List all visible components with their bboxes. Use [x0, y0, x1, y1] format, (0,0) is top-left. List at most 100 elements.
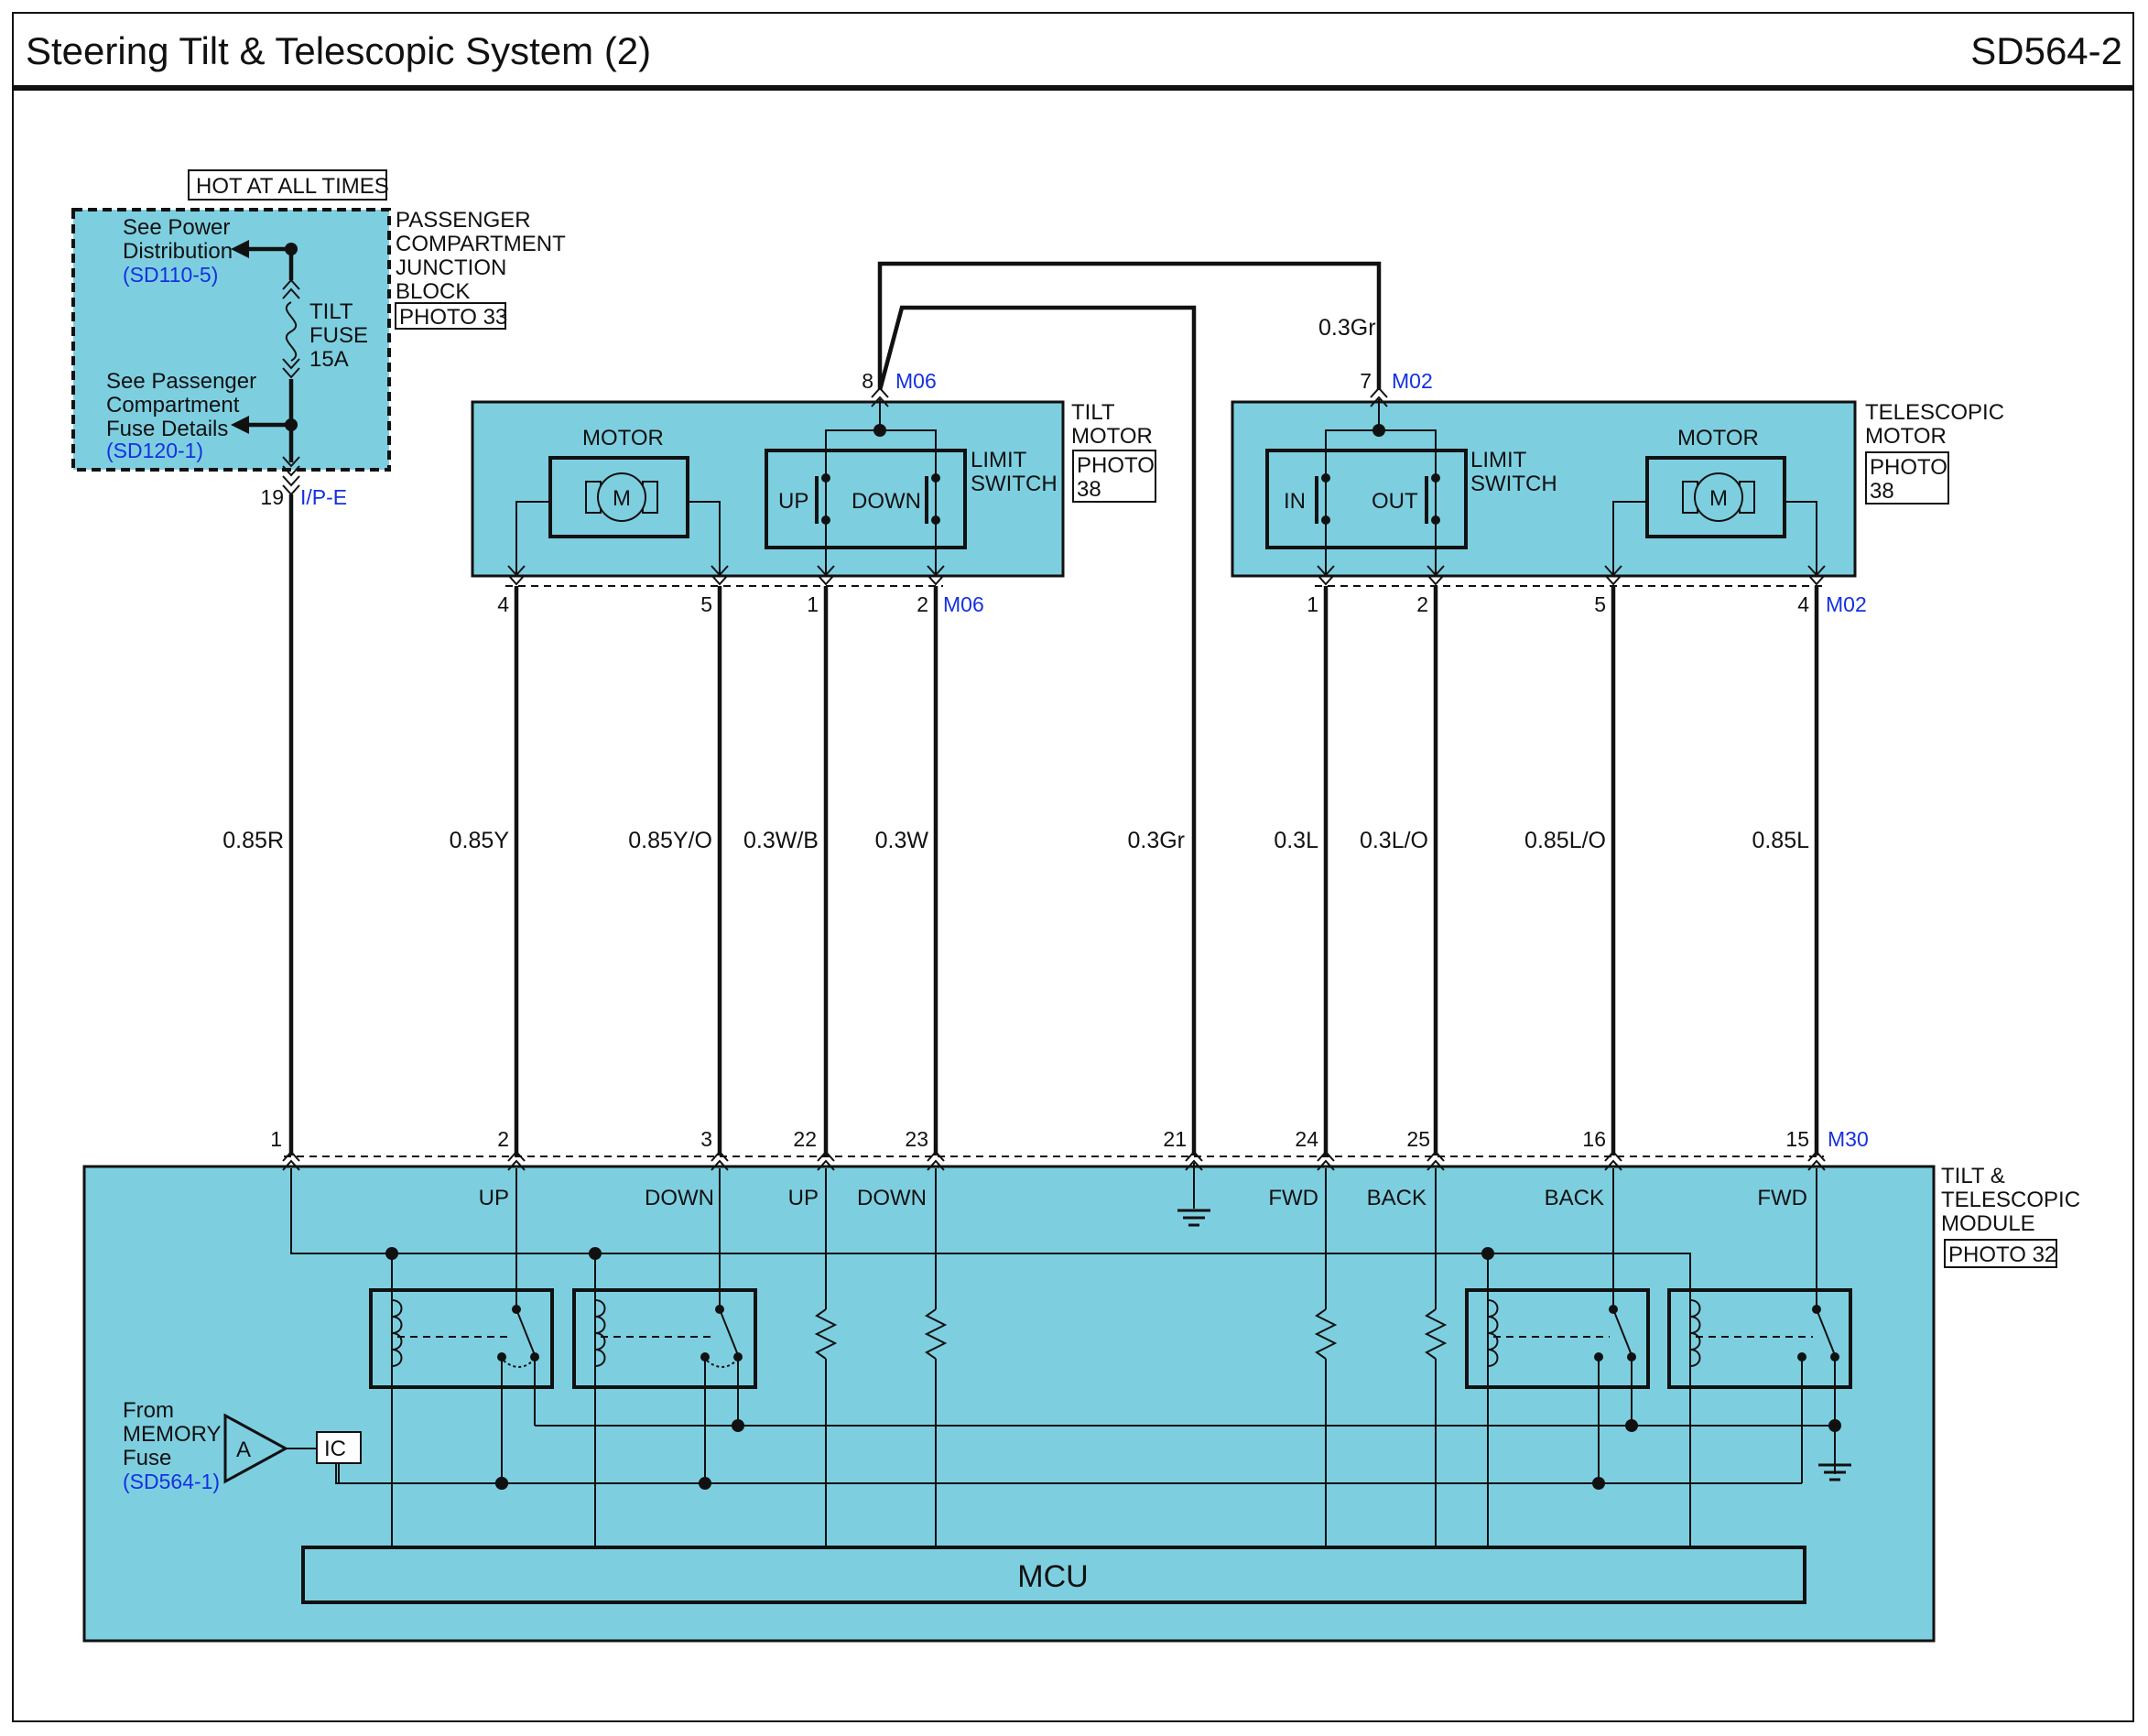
tilt-motor-label: MOTOR	[582, 426, 664, 450]
svg-text:0.85L: 0.85L	[1752, 828, 1809, 853]
fuse-details-code[interactable]: (SD120-1)	[106, 439, 203, 462]
mcu-label: MCU	[1017, 1559, 1088, 1594]
svg-text:2: 2	[1416, 592, 1428, 616]
module-name: TILT & TELESCOPIC MODULE	[1941, 1164, 2087, 1236]
svg-text:0.85Y/O: 0.85Y/O	[628, 828, 712, 853]
fuse-block-pin: 19	[260, 485, 284, 509]
svg-text:3: 3	[700, 1127, 712, 1151]
svg-text:DOWN: DOWN	[857, 1186, 927, 1210]
svg-text:21: 21	[1163, 1127, 1187, 1151]
svg-text:FWD: FWD	[1268, 1186, 1318, 1210]
svg-text:5: 5	[700, 592, 712, 616]
telescopic-in-label: IN	[1284, 489, 1306, 514]
tilt-telescopic-module: TILT & TELESCOPIC MODULE PHOTO 32 1 2 3 …	[82, 1127, 2087, 1643]
svg-text:2: 2	[497, 1127, 509, 1151]
svg-text:1: 1	[1307, 592, 1318, 616]
telescopic-top-wire-label: 0.3Gr	[1318, 315, 1376, 341]
svg-text:1: 1	[807, 592, 819, 616]
svg-text:UP: UP	[479, 1186, 509, 1210]
resistor-icon	[814, 1308, 838, 1360]
svg-text:4: 4	[497, 592, 509, 616]
tilt-top-pin: 8	[862, 369, 873, 393]
page-frame	[12, 12, 2134, 1722]
svg-text:M02: M02	[1826, 592, 1867, 616]
resistor-icon	[924, 1308, 948, 1360]
wire-tilt-to-telescopic-top	[877, 261, 1382, 390]
arrow-left-icon	[231, 416, 249, 434]
module-photo-tag	[1944, 1239, 2057, 1268]
tilt-limit-switch-label: LIMIT SWITCH	[971, 448, 1058, 496]
svg-text:0.3W: 0.3W	[875, 828, 929, 853]
svg-text:DOWN: DOWN	[645, 1186, 714, 1210]
svg-text:0.3Gr: 0.3Gr	[1127, 828, 1185, 853]
tilt-motor-assembly: TILT MOTOR PHOTO 38 MOTOR M LIMIT SWITCH	[471, 369, 1161, 578]
svg-text:16: 16	[1582, 1127, 1606, 1151]
power-distribution-code[interactable]: (SD110-5)	[123, 263, 218, 287]
svg-text:0.85R: 0.85R	[222, 828, 284, 853]
telescopic-motor-icon	[1694, 472, 1743, 522]
telescopic-motor-name: TELESCOPIC MOTOR	[1865, 400, 2011, 449]
svg-text:BACK: BACK	[1545, 1186, 1604, 1210]
svg-text:0.3L: 0.3L	[1274, 828, 1318, 853]
telescopic-motor-assembly: TELESCOPIC MOTOR PHOTO 38 LIMIT SWITCH I…	[1231, 315, 2011, 578]
module-pins: 1 2 3 22 23 21 24 25 16 15 M30	[270, 1127, 1869, 1151]
svg-text:M: M	[613, 486, 631, 511]
tilt-fuse-label: TILT FUSE 15A	[309, 299, 374, 372]
ic-label: IC	[324, 1437, 346, 1461]
relay-tilt-down	[572, 1168, 757, 1547]
fuse-details-ref: See Passenger Compartment Fuse Details	[106, 369, 263, 441]
svg-text:2: 2	[917, 592, 928, 616]
resistors	[814, 1168, 1448, 1547]
svg-text:0.85L/O: 0.85L/O	[1524, 828, 1606, 853]
wire-ground-return	[877, 305, 1197, 1156]
memory-fuse-ref: From MEMORY Fuse	[123, 1398, 227, 1470]
svg-text:0.3W/B: 0.3W/B	[743, 828, 819, 853]
amplifier-label: A	[236, 1438, 251, 1462]
page-title: Steering Tilt & Telescopic System (2)	[26, 29, 651, 72]
svg-text:M06: M06	[943, 592, 984, 616]
tilt-photo-label: PHOTO 38	[1077, 453, 1161, 502]
svg-text:BACK: BACK	[1367, 1186, 1427, 1210]
tilt-motor-icon	[597, 472, 646, 522]
mcu-block	[301, 1546, 1806, 1604]
relay-telescopic-back	[1465, 1168, 1650, 1483]
svg-text:0.3L/O: 0.3L/O	[1360, 828, 1428, 853]
ic-box	[316, 1431, 362, 1464]
junction-photo-label: PHOTO 33	[399, 305, 507, 330]
relay-telescopic-fwd	[1667, 1168, 1852, 1483]
tilt-up-label: UP	[778, 489, 808, 514]
svg-text:22: 22	[793, 1127, 817, 1151]
resistor-icon	[1314, 1308, 1338, 1360]
telescopic-top-connector: M02	[1392, 369, 1433, 393]
memory-fuse-code[interactable]: (SD564-1)	[123, 1470, 220, 1493]
svg-text:4: 4	[1797, 592, 1809, 616]
junction-photo-tag	[395, 302, 506, 330]
telescopic-photo-label: PHOTO 38	[1870, 455, 1954, 504]
tilt-photo-tag	[1072, 450, 1156, 503]
arrow-left-icon	[231, 240, 249, 258]
svg-text:UP: UP	[788, 1186, 819, 1210]
hot-at-all-times-tag	[188, 169, 387, 201]
power-distribution-ref: See Power Distribution	[123, 215, 236, 264]
svg-text:0.85Y: 0.85Y	[450, 828, 510, 853]
module-photo-label: PHOTO 32	[1948, 1242, 2056, 1267]
amplifier-icon	[223, 1413, 289, 1484]
hot-at-all-times-label: HOT AT ALL TIMES	[196, 174, 389, 199]
wire-labels: 0.85R 0.85Y 0.85Y/O 0.3W/B 0.3W 0.3Gr 0.…	[222, 828, 1809, 853]
svg-text:5: 5	[1594, 592, 1606, 616]
page-code: SD564-2	[1970, 29, 2122, 72]
svg-text:1: 1	[270, 1127, 282, 1151]
tilt-down-label: DOWN	[852, 489, 921, 514]
tilt-motor-name: TILT MOTOR	[1071, 400, 1153, 449]
svg-text:15: 15	[1785, 1127, 1809, 1151]
module-signal-labels: UP DOWN UP DOWN FWD BACK BACK FWD	[479, 1186, 1807, 1210]
relay-tilt-up	[369, 1168, 554, 1547]
svg-text:M: M	[1709, 486, 1728, 511]
svg-text:FWD: FWD	[1757, 1186, 1807, 1210]
svg-text:25: 25	[1406, 1127, 1430, 1151]
telescopic-out-label: OUT	[1372, 489, 1418, 514]
junction-block-name: PASSENGER COMPARTMENT JUNCTION BLOCK	[396, 208, 571, 304]
telescopic-limit-switch-label: LIMIT SWITCH	[1470, 448, 1557, 496]
svg-text:24: 24	[1295, 1127, 1318, 1151]
